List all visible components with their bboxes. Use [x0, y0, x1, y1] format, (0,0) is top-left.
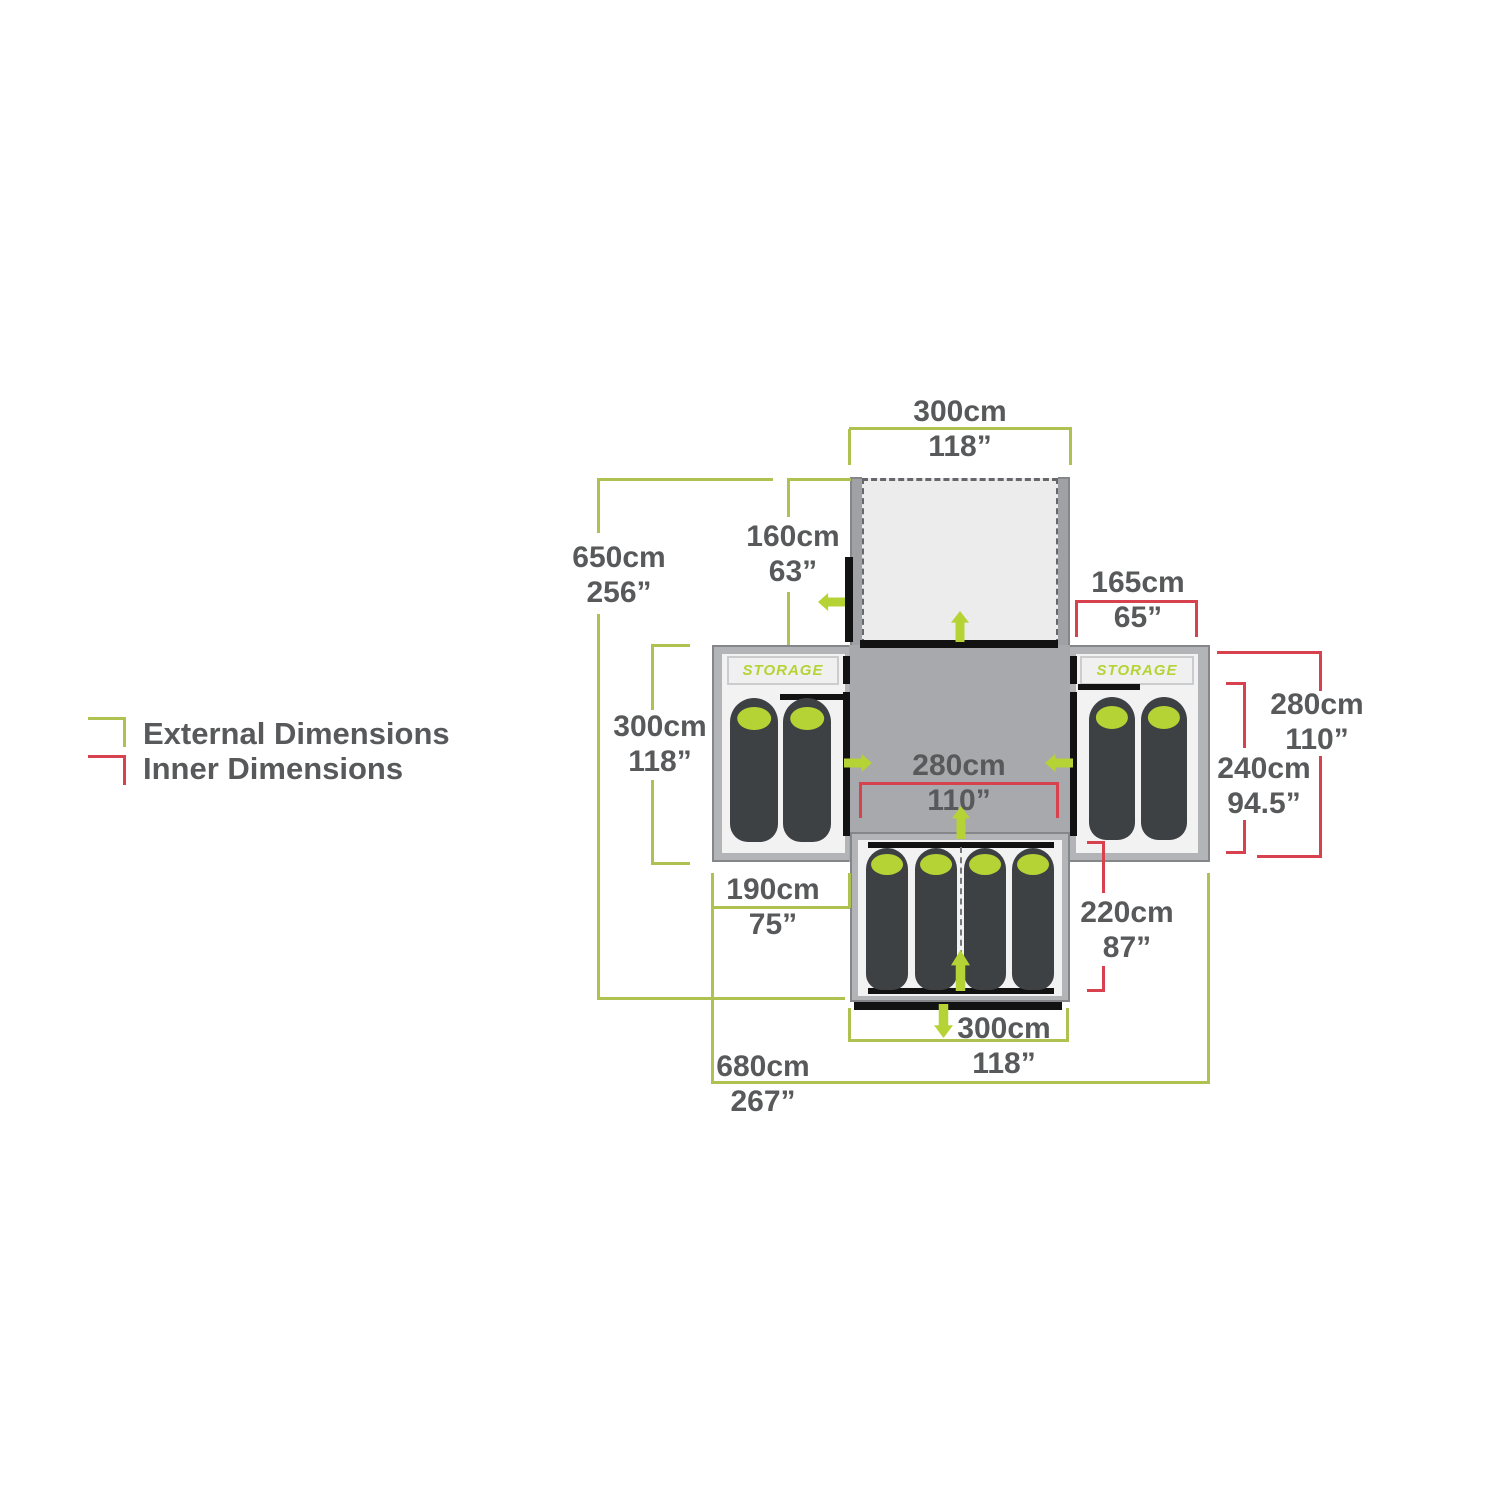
dim-right-pod-width: 165cm 65” — [1091, 565, 1184, 635]
sleeping-bag — [1012, 848, 1054, 990]
dim-value-inch: 110” — [927, 784, 991, 817]
dim-value-inch: 87” — [1102, 931, 1152, 964]
dim-value-cm: 220cm — [1080, 896, 1174, 929]
dim-value-cm: 300cm — [613, 710, 707, 743]
dim-right-pod-inner: 240cm 94.5” — [1217, 751, 1310, 821]
porch-side-door — [845, 557, 853, 642]
bottom-pod-divider — [960, 847, 962, 987]
arrow-right-icon — [844, 754, 872, 772]
dim-total-depth: 650cm 256” — [572, 540, 665, 610]
dim-value-inch: 110” — [1285, 723, 1349, 756]
arrow-up-icon — [951, 950, 970, 991]
dim-value-inch: 118” — [972, 1047, 1036, 1080]
dim-porch-depth: 160cm 63” — [746, 519, 839, 589]
sleeping-bag — [915, 848, 957, 990]
dim-porch-width: 300cm 118” — [913, 394, 1006, 464]
storage-label: STORAGE — [1096, 662, 1178, 679]
arrow-up-icon — [952, 806, 970, 839]
storage-label: STORAGE — [742, 662, 824, 679]
left-pod-storage: STORAGE — [727, 656, 839, 685]
bottom-pod-threshold — [854, 1002, 1062, 1010]
right-pod-door-bar — [1070, 692, 1077, 836]
sleeping-bag — [783, 698, 831, 842]
bottom-pod-bottom-line — [868, 988, 1054, 994]
dim-value-inch: 118” — [928, 430, 992, 463]
dim-value-cm: 240cm — [1217, 752, 1311, 785]
bottom-pod-top-line — [868, 842, 1054, 848]
arrow-left-icon — [1045, 754, 1073, 772]
dim-bottom-pod-width: 300cm 118” — [957, 1011, 1050, 1081]
arrow-left-icon — [818, 593, 845, 611]
dim-value-inch: 63” — [768, 555, 818, 588]
dim-bottom-pod-length: 220cm 87” — [1080, 895, 1173, 965]
dim-value-inch: 65” — [1113, 601, 1163, 634]
sleeping-bag — [730, 698, 778, 842]
dim-value-cm: 280cm — [1270, 688, 1364, 721]
legend-external-label: External Dimensions — [143, 716, 450, 751]
dim-total-width: 680cm 267” — [716, 1049, 809, 1119]
dim-right-pod-outer: 280cm 110” — [1270, 687, 1363, 757]
dim-value-cm: 160cm — [746, 520, 840, 553]
dim-value-cm: 680cm — [716, 1050, 810, 1083]
dim-value-inch: 256” — [586, 576, 652, 609]
arrow-down-icon — [934, 1004, 953, 1038]
dim-value-cm: 165cm — [1091, 566, 1185, 599]
left-pod-zip — [780, 694, 845, 700]
dim-value-inch: 267” — [730, 1085, 796, 1118]
right-pod-zip — [1078, 684, 1140, 690]
left-pod-door-bar — [843, 656, 850, 684]
dim-value-inch: 75” — [748, 908, 798, 941]
dim-value-inch: 118” — [628, 745, 692, 778]
dim-value-cm: 280cm — [912, 749, 1006, 782]
sleeping-bag — [1141, 697, 1187, 840]
legend-inner-label: Inner Dimensions — [143, 751, 404, 786]
porch-wall-right — [1058, 477, 1070, 645]
dim-left-pod-width: 190cm 75” — [726, 872, 819, 942]
dim-value-cm: 300cm — [913, 395, 1007, 428]
dim-living-width: 280cm 110” — [912, 748, 1005, 818]
dim-value-cm: 190cm — [726, 873, 820, 906]
sleeping-bag — [1089, 697, 1135, 840]
dim-value-inch: 94.5” — [1227, 787, 1301, 820]
porch-threshold — [860, 640, 1058, 648]
arrow-up-icon — [951, 611, 969, 642]
sleeping-bag — [866, 848, 908, 990]
dim-left-pod-length: 300cm 118” — [613, 709, 706, 779]
right-pod-storage: STORAGE — [1080, 656, 1194, 685]
right-pod-door-bar — [1070, 656, 1077, 684]
dim-value-cm: 650cm — [572, 541, 666, 574]
dim-value-cm: 300cm — [957, 1012, 1051, 1045]
sleeping-bag — [964, 848, 1006, 990]
